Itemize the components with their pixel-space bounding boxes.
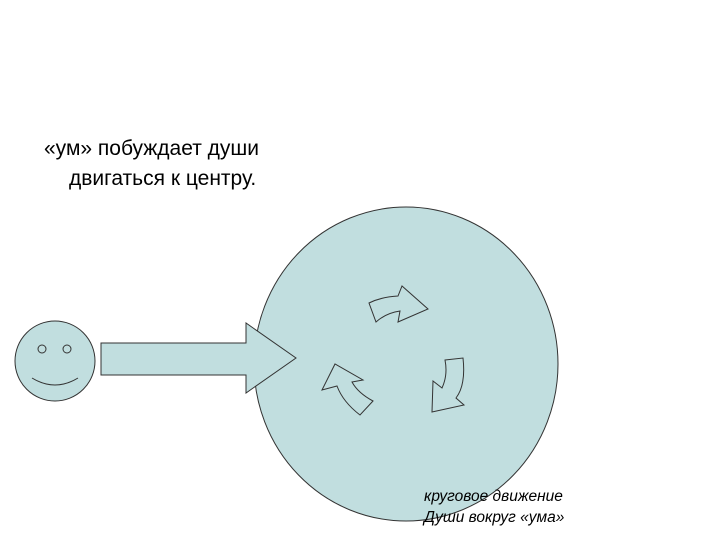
right-eye bbox=[62, 344, 72, 354]
curved-arrow-icon bbox=[368, 285, 429, 323]
curved-arrow-icon bbox=[431, 357, 466, 413]
heading-line-2: двигаться к центру. bbox=[69, 167, 257, 190]
heading: «ум» побуждает души двигаться к центру. bbox=[44, 134, 374, 194]
left-eye bbox=[37, 344, 47, 354]
caption-line-2: Души вокруг «ума» bbox=[424, 509, 565, 526]
caption: круговое движение Души вокруг «ума» bbox=[424, 486, 664, 528]
block-arrow-right-icon bbox=[100, 322, 297, 394]
smile bbox=[31, 377, 79, 386]
heading-line-1: «ум» побуждает души bbox=[44, 137, 259, 160]
mind-circle bbox=[253, 206, 559, 522]
curved-arrow-icon bbox=[321, 363, 374, 416]
caption-line-1: круговое движение bbox=[424, 488, 563, 505]
smiley-face-icon bbox=[14, 320, 96, 402]
